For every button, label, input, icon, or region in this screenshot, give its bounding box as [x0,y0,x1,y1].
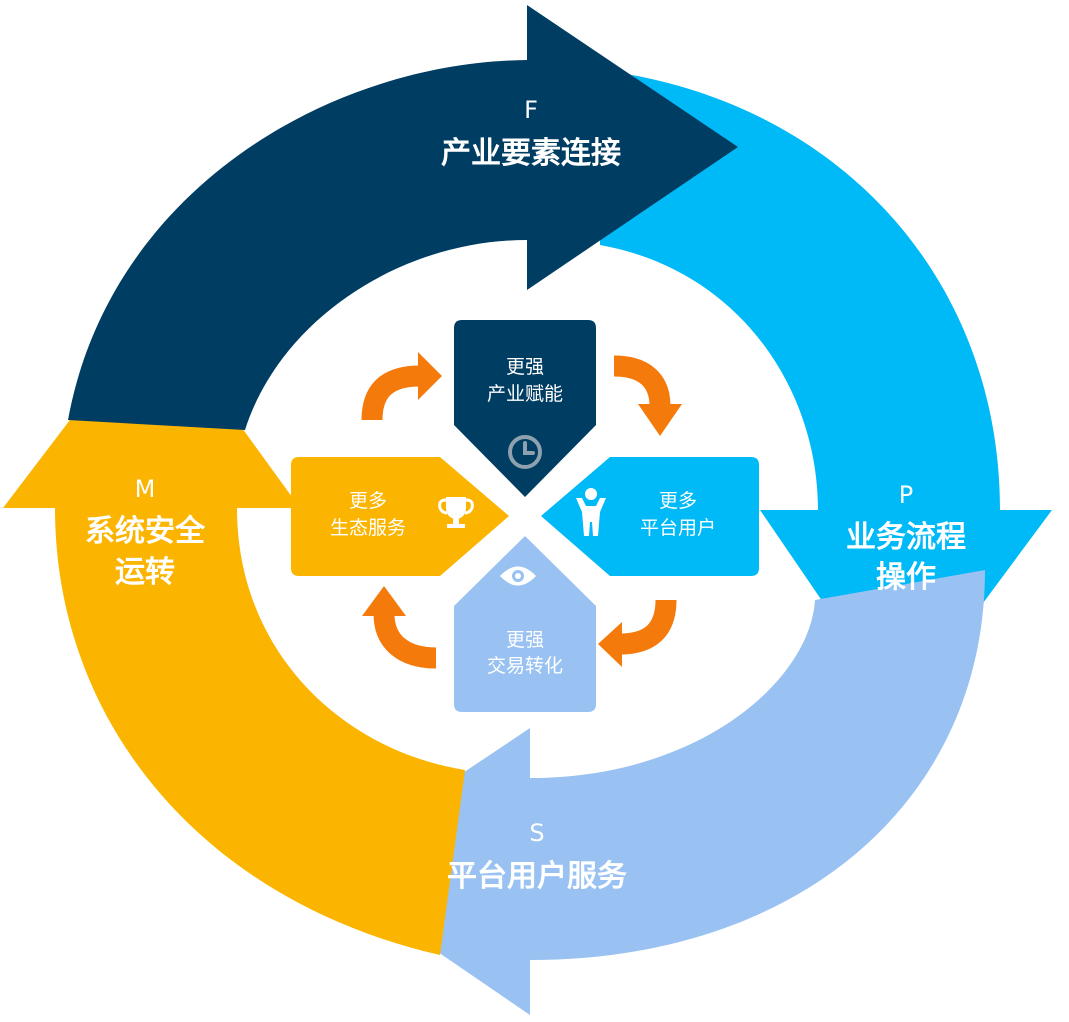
tile-stronger-conversion [454,536,596,712]
label-p-text-2: 操作 [876,560,936,595]
label-m-text-2: 运转 [115,555,175,590]
label-m-text-1: 系统安全 [85,514,206,549]
tile-bottom-line1: 更强 [506,629,544,651]
eye-icon [500,566,536,586]
label-f-letter: F [524,96,538,124]
tile-more-ecosystem [291,457,509,576]
orange-arrow-bottom-left [373,613,437,669]
label-p-text-1: 业务流程 [846,520,966,555]
label-m-letter: M [135,475,156,503]
orange-arrowhead-bottom-left [362,586,406,616]
tile-more-users [541,457,759,576]
orange-arrow-top-left [361,365,421,421]
tile-stronger-industry [454,320,596,497]
label-s-text: 平台用户服务 [447,859,627,894]
arrow-p-business-process [600,70,1052,715]
orange-arrowhead-bottom-right [598,622,622,667]
tile-top-line1: 更强 [506,356,544,378]
orange-arrow-bottom-right [619,599,677,655]
tile-right-line2: 平台用户 [640,517,716,539]
label-s-letter: S [529,819,544,847]
tile-left-line2: 生态服务 [330,517,406,539]
person-icon [576,488,606,536]
label-f-text: 产业要素连接 [441,136,621,171]
orange-arrow-top-right [613,355,671,407]
tile-bottom-line2: 交易转化 [487,655,563,677]
trophy-icon [438,497,474,528]
clock-icon [508,435,542,469]
tile-left-line1: 更多 [349,490,387,512]
tile-right-line1: 更多 [659,490,697,512]
arrow-s-platform-service [318,570,985,1015]
orange-arrowhead-top-left [418,352,442,400]
orange-arrowhead-top-right [638,404,682,436]
arrow-f-industry-connection [68,5,738,430]
label-p-letter: P [899,481,913,509]
arrow-m-system-security [3,308,465,955]
tile-top-line2: 产业赋能 [487,383,563,405]
